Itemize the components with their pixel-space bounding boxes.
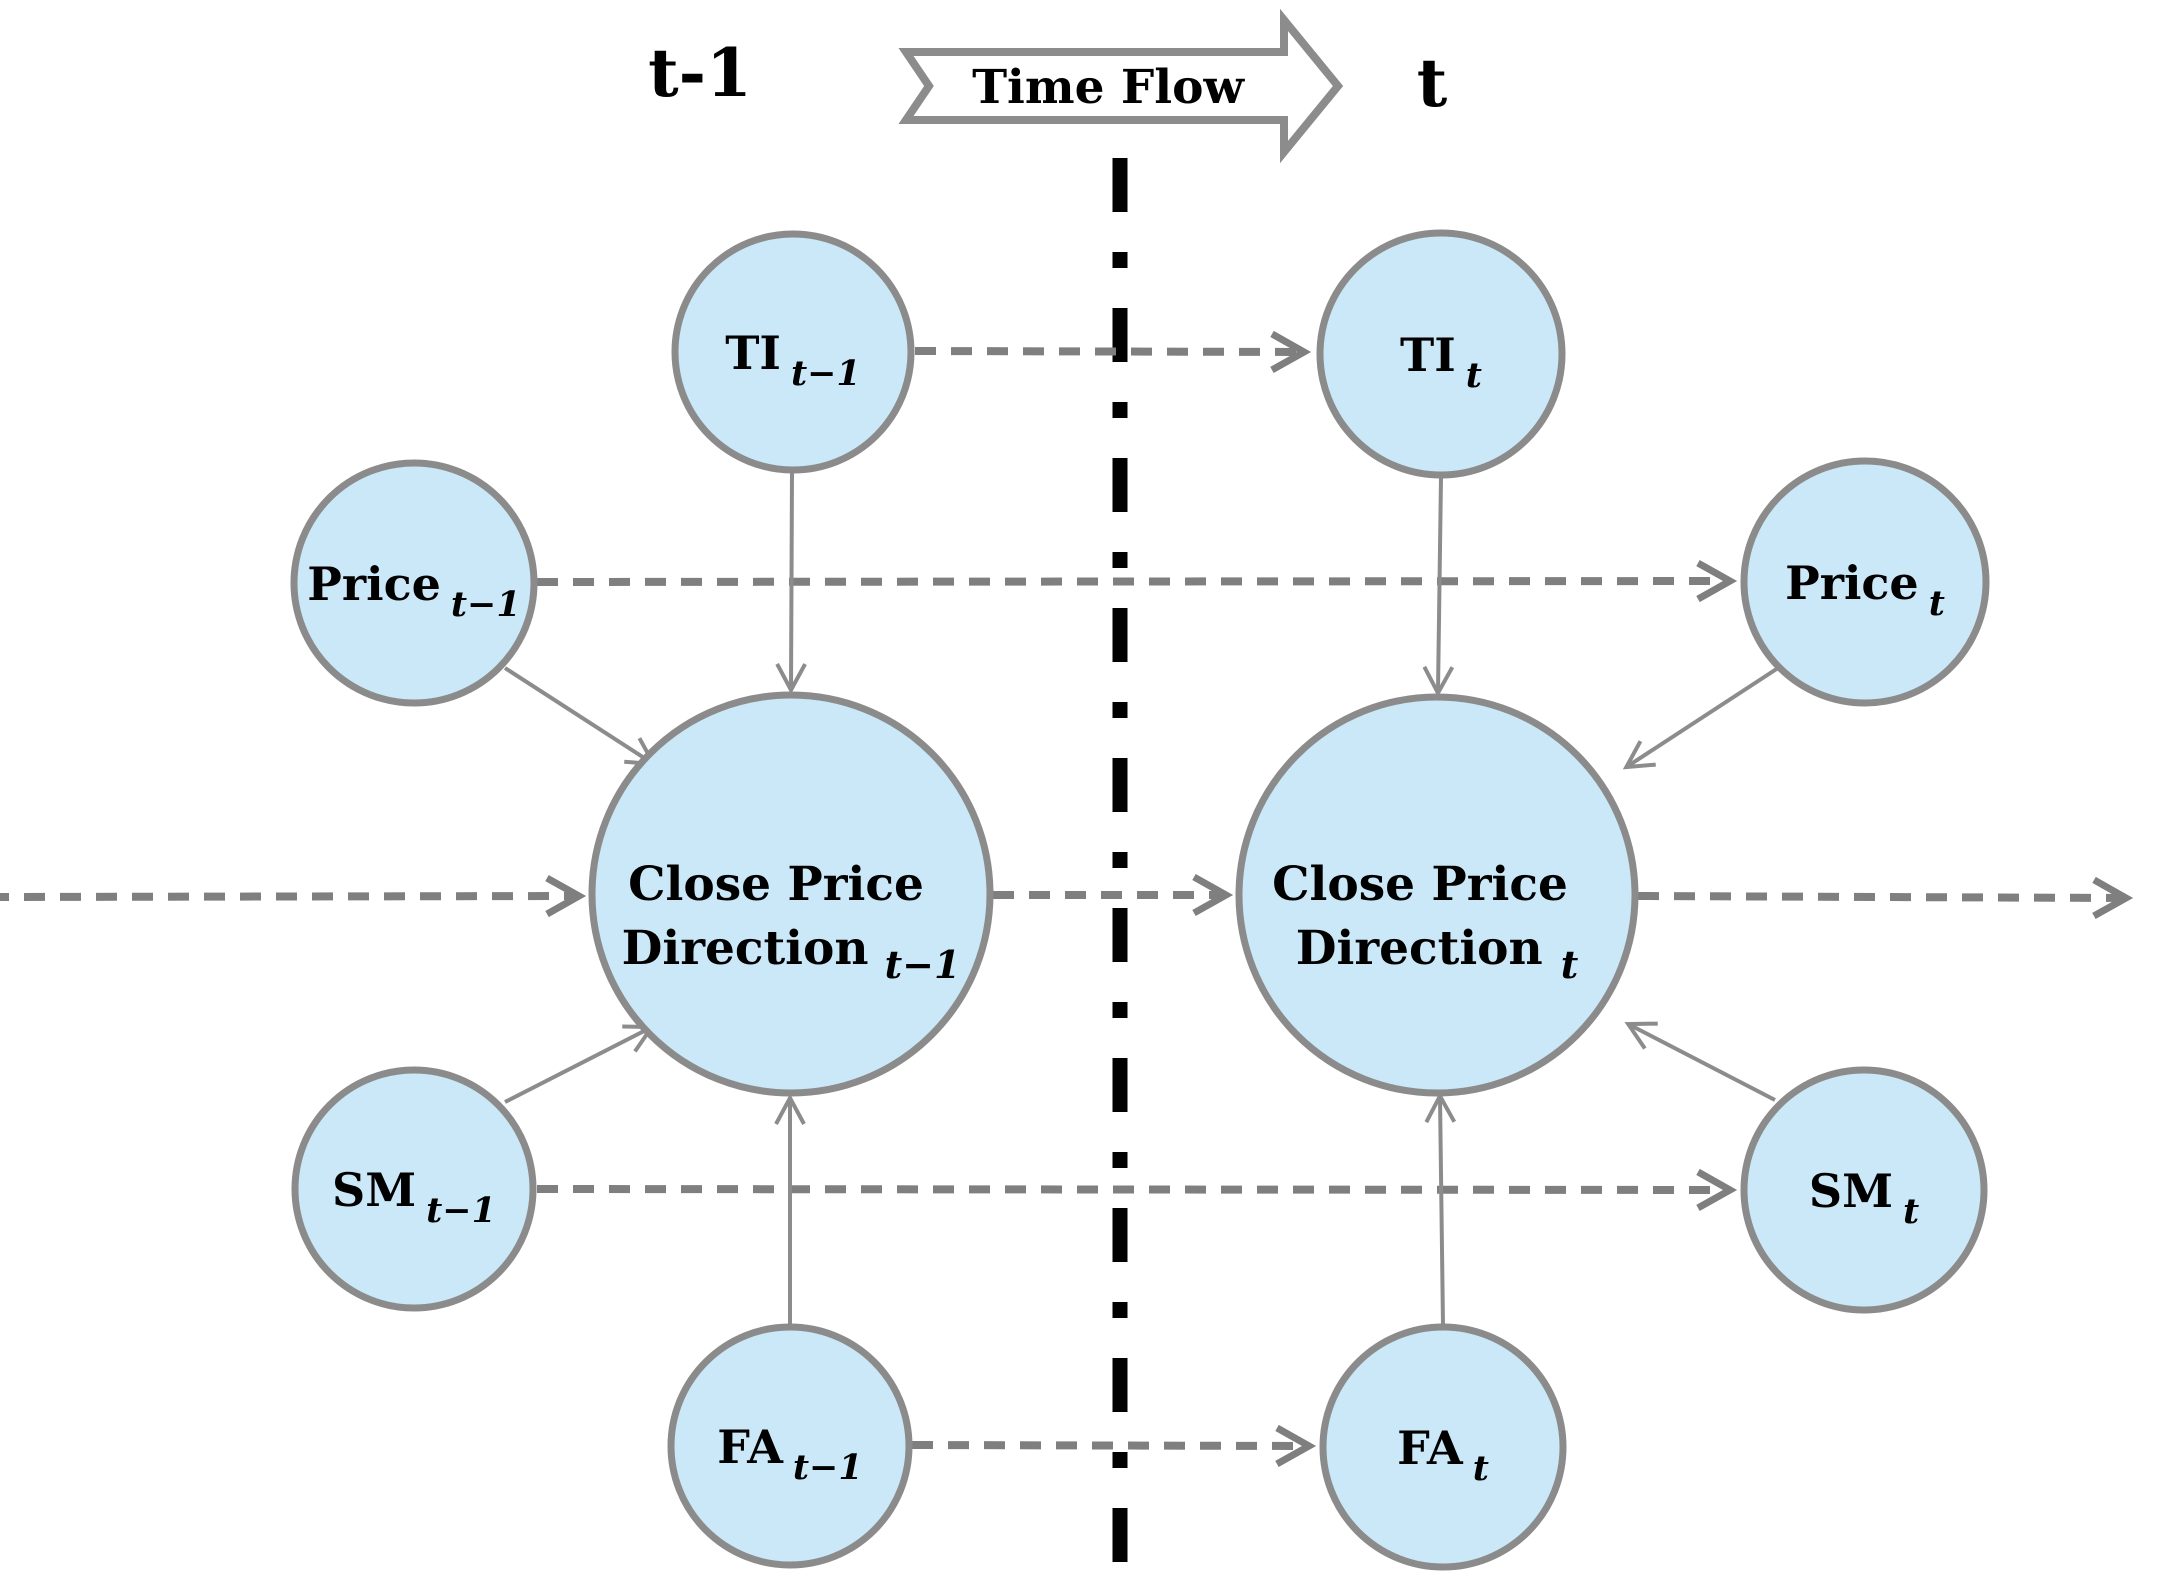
node-price-t-circle xyxy=(1740,457,1990,707)
node-sm-t-1-subscript: t−1 xyxy=(426,1190,496,1231)
time-flow-banner-label: Time Flow xyxy=(972,60,1245,115)
svg-text:Close Price: Close Price xyxy=(628,857,924,912)
arrow-sm-t-1-to-sm-t xyxy=(536,1168,1738,1212)
arrow-ti-t-1-to-ti-t xyxy=(914,330,1312,373)
node-close-price-direction-t-1: Close Price Direction t−1 xyxy=(588,691,994,1097)
svg-text:TIt−1: TIt−1 xyxy=(725,326,861,394)
svg-text:Close Price: Close Price xyxy=(1272,857,1568,912)
node-fa-t-1-label: FA xyxy=(717,1420,784,1474)
time-flow-banner: Time Flow xyxy=(898,8,1344,164)
node-close-price-direction-t-circle xyxy=(1235,693,1639,1097)
arrow-into-cpd-t-1 xyxy=(0,874,587,918)
node-ti-t-label: TI xyxy=(1400,328,1456,382)
node-fa-t-1-circle xyxy=(667,1323,913,1569)
node-sm-t-1-label: SM xyxy=(332,1163,416,1217)
node-price-t-subscript: t xyxy=(1929,583,1945,624)
node-sm-t-1-circle xyxy=(291,1066,537,1312)
node-close-price-direction-t-line1: Close Price xyxy=(1272,857,1568,912)
arrow-fa-t-to-cpd-t xyxy=(1424,1091,1457,1326)
arrow-fa-t-1-to-fa-t xyxy=(911,1424,1317,1467)
arrow-ti-t-to-cpd-t xyxy=(1422,476,1455,698)
node-fa-t-label: FA xyxy=(1397,1421,1464,1475)
node-fa-t-1-subscript: t−1 xyxy=(793,1447,863,1488)
arrow-price-t-1-to-price-t xyxy=(536,559,1738,603)
node-ti-t-1-subscript: t−1 xyxy=(791,353,861,394)
arrow-price-t-to-cpd-t xyxy=(1622,666,1780,770)
node-close-price-direction-t-subscript: t xyxy=(1561,942,1579,987)
node-ti-t-circle xyxy=(1316,229,1566,479)
svg-text:FAt−1: FAt−1 xyxy=(717,1420,863,1488)
svg-text:FAt: FAt xyxy=(1397,1421,1489,1489)
svg-text:SMt−1: SMt−1 xyxy=(332,1163,496,1231)
node-sm-t-label: SM xyxy=(1809,1164,1893,1218)
node-ti-t-1-label: TI xyxy=(725,326,781,380)
node-fa-t-subscript: t xyxy=(1473,1448,1489,1489)
node-ti-t-subscript: t xyxy=(1466,355,1482,396)
arrow-price-t-1-to-cpd-t-1 xyxy=(503,666,658,767)
time-label-t-1: t-1 xyxy=(648,34,752,112)
time-label-t: t xyxy=(1417,44,1448,122)
node-close-price-direction-t-1-subscript: t−1 xyxy=(885,942,961,987)
time-flow-arrow-icon xyxy=(898,8,1344,164)
node-sm-t-circle xyxy=(1740,1066,1988,1314)
svg-text:SMt: SMt xyxy=(1809,1164,1919,1232)
node-price-t-1-subscript: t−1 xyxy=(451,584,521,625)
node-price-t-1-circle xyxy=(290,459,538,707)
arrow-ti-t-1-to-cpd-t-1 xyxy=(775,471,807,695)
node-close-price-direction-t: Close Price Direction t xyxy=(1235,693,1639,1097)
node-close-price-direction-t-line2: Direction xyxy=(1296,921,1543,976)
arrow-sm-t-to-cpd-t xyxy=(1624,1021,1776,1102)
node-price-t-1-label: Price xyxy=(307,557,441,611)
arrow-sm-t-1-to-cpd-t-1 xyxy=(504,1024,656,1104)
node-close-price-direction-t-1-line1: Close Price xyxy=(628,857,924,912)
node-close-price-direction-t-1-line2: Direction xyxy=(622,921,869,976)
node-sm-t-subscript: t xyxy=(1903,1191,1919,1232)
node-price-t-label: Price xyxy=(1785,556,1919,610)
node-fa-t-circle xyxy=(1319,1323,1567,1571)
node-ti-t-1-circle xyxy=(671,230,915,474)
node-close-price-direction-t-1-circle xyxy=(588,691,994,1097)
svg-text:TIt: TIt xyxy=(1400,328,1482,396)
arrow-cpd-t-outgoing xyxy=(1637,876,2134,919)
